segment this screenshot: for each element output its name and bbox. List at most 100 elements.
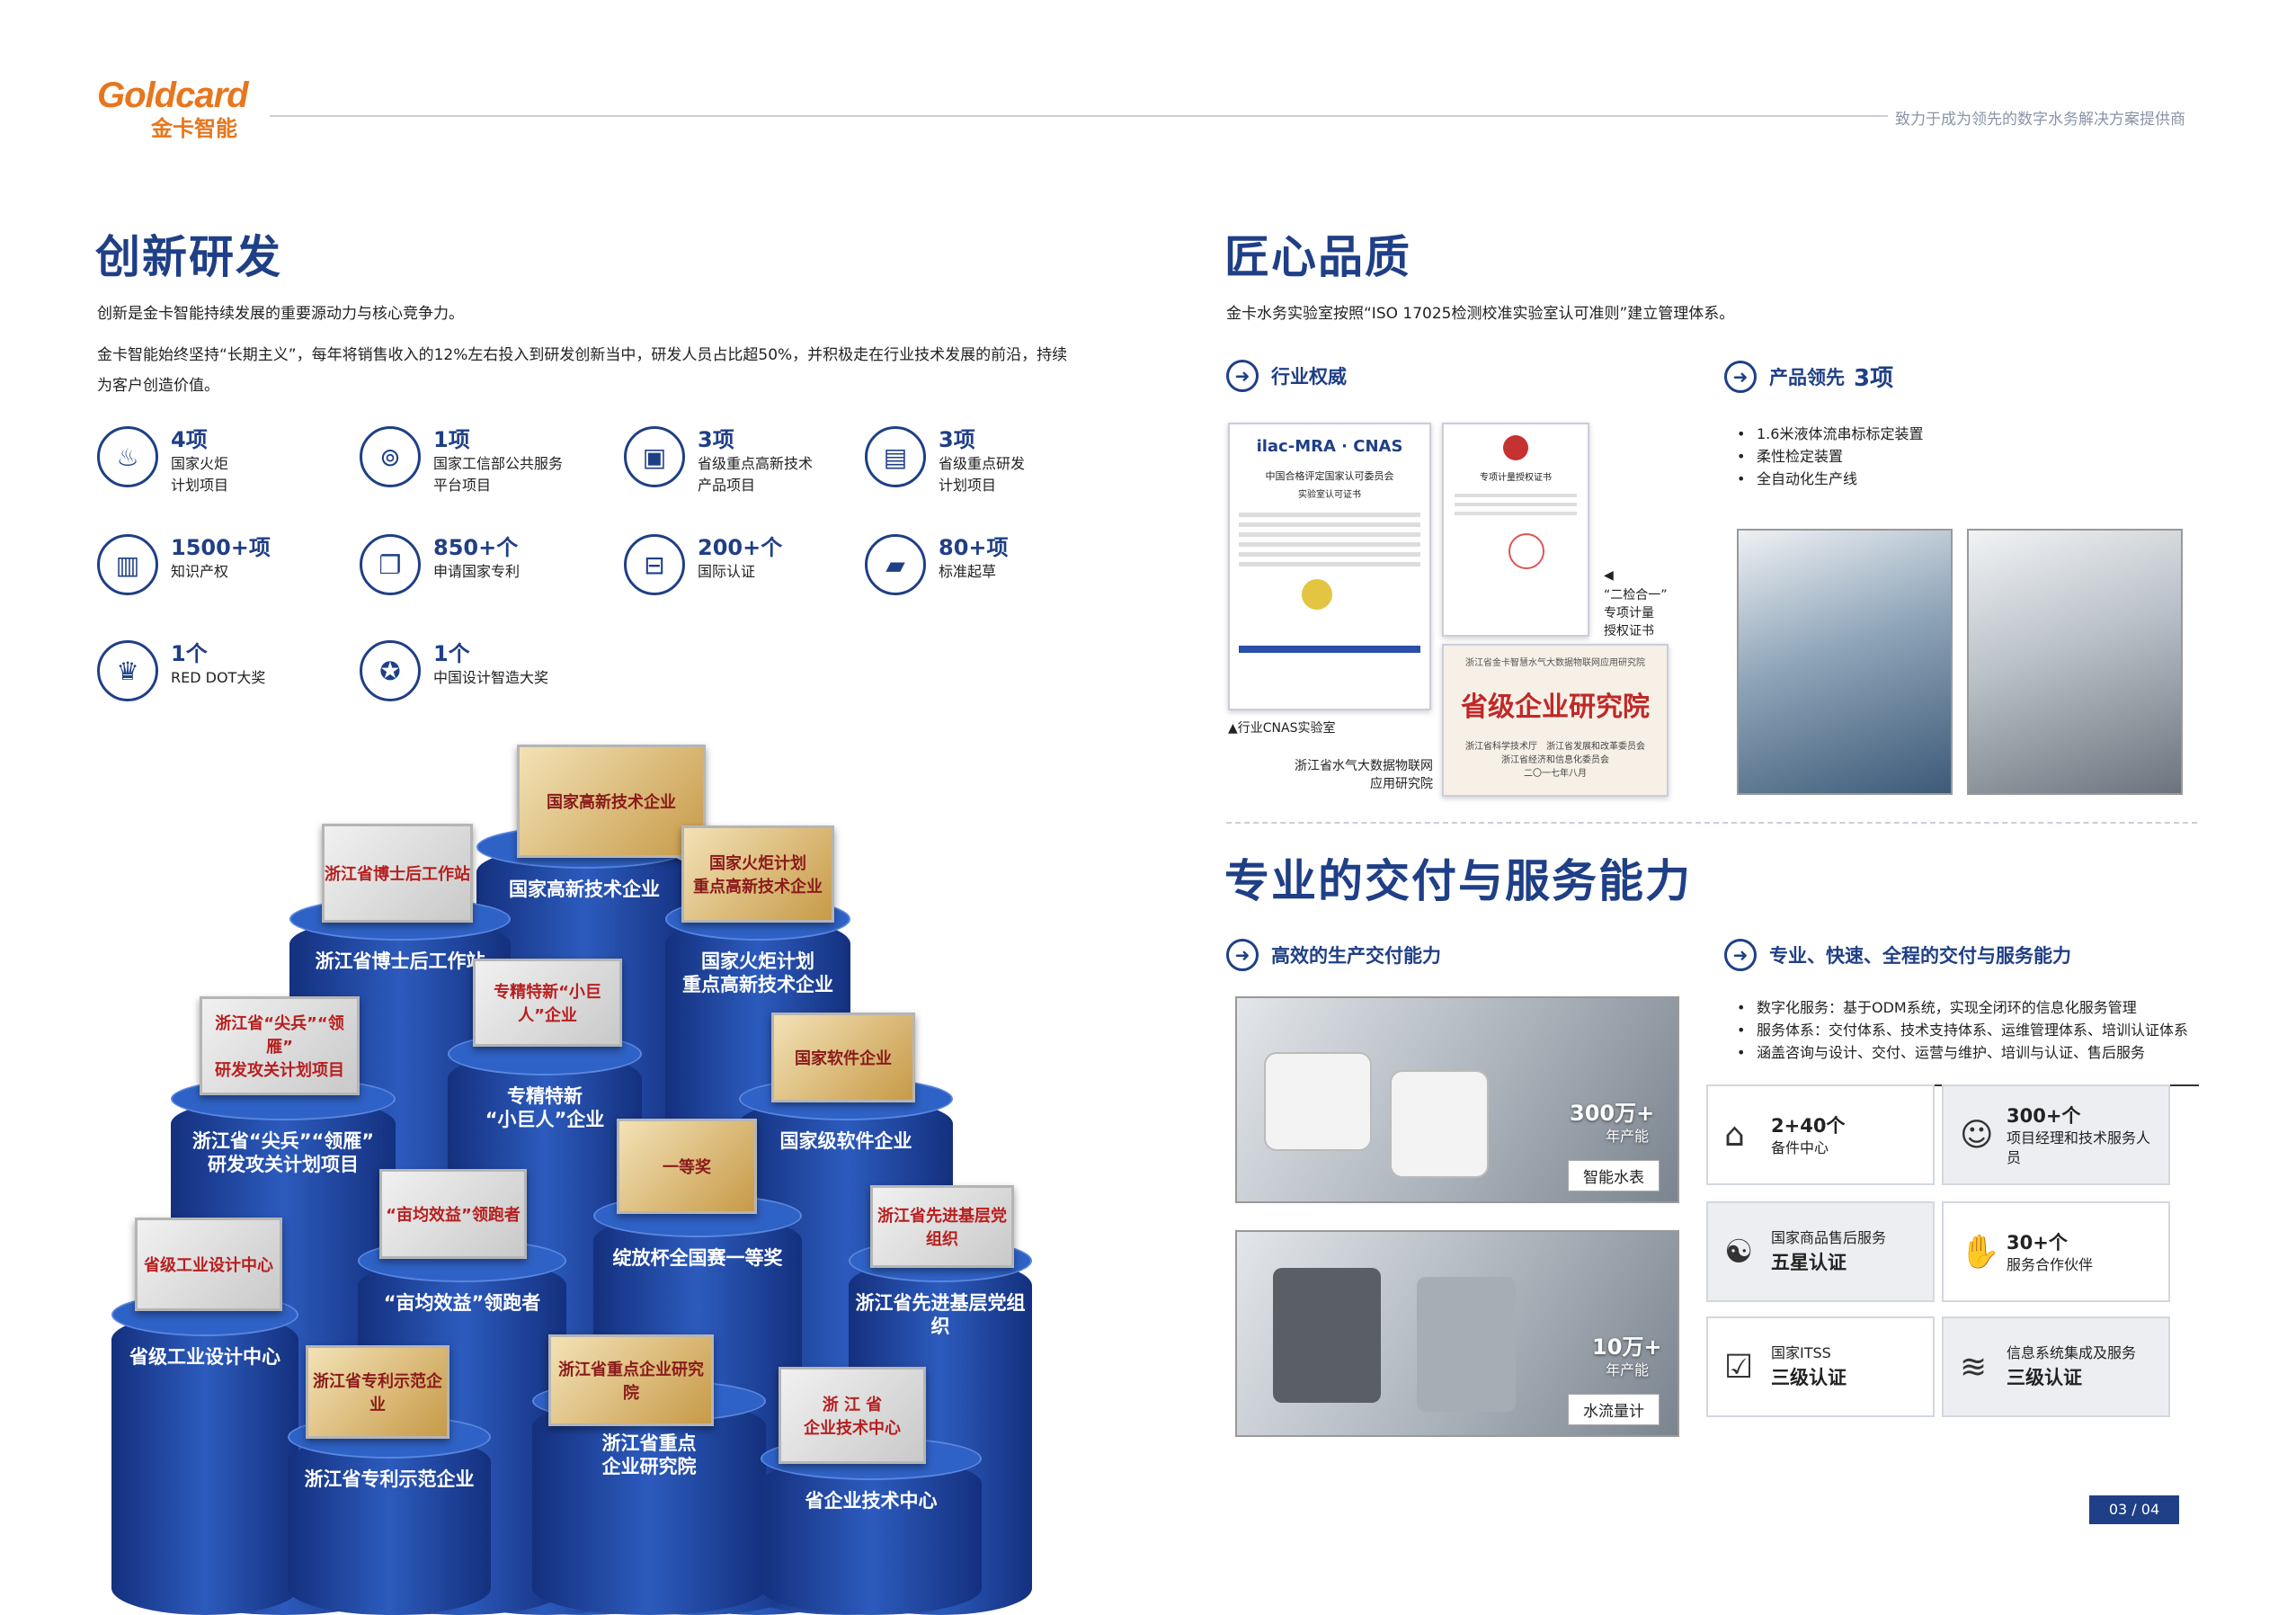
stat-item: ▥ 1500+项 知识产权 <box>97 534 271 595</box>
list-item: 数字化服务：基于ODM系统，实现全闭环的信息化服务管理 <box>1730 996 2188 1019</box>
award-plaque: 浙江省先进基层党组织 <box>870 1185 1014 1268</box>
award-plaque: 浙 江 省 企业技术中心 <box>779 1367 926 1464</box>
stat-number: 850+个 <box>433 535 519 560</box>
service-bullets: 数字化服务：基于ODM系统，实现全闭环的信息化服务管理 服务体系：交付体系、技术… <box>1730 996 2188 1064</box>
service-number: 300+个 <box>2007 1105 2081 1127</box>
service-number: 2+40个 <box>1771 1115 1846 1137</box>
pillar-label: 国家火炬计划 重点高新技术企业 <box>682 950 833 995</box>
stat-label: 产品项目 <box>698 477 756 494</box>
arrow-right-icon: ➜ <box>1724 939 1757 971</box>
institute-plaque: 浙江省金卡智慧水气大数据物联网应用研究院 省级企业研究院 浙江省科学技术厅 浙江… <box>1442 644 1669 797</box>
podium-pillar <box>111 1313 298 1615</box>
document-icon: ▤ <box>865 426 926 487</box>
ruler-icon: ▰ <box>865 534 926 595</box>
page-number: 03 / 04 <box>2089 1495 2179 1524</box>
award-plaque: 省级工业设计中心 <box>135 1218 282 1311</box>
product-bullets: 1.6米液体流串标标定装置 柔性检定装置 全自动化生产线 <box>1730 423 1923 490</box>
pillar-label: 浙江省博士后工作站 <box>315 950 485 972</box>
list-item: 柔性检定装置 <box>1730 445 1923 468</box>
arrow-right-icon: ➜ <box>1724 360 1757 393</box>
stat-label: 国际认证 <box>698 563 756 580</box>
flow-meter-photo: 10万+ 年产能 水流量计 <box>1235 1230 1679 1437</box>
cnas-caption: ▲行业CNAS实验室 <box>1228 721 1336 736</box>
award-plaque: 浙江省重点企业研究院 <box>548 1334 714 1426</box>
section-title-rd: 创新研发 <box>95 231 282 283</box>
podium-pillar <box>761 1457 982 1615</box>
seal-icon <box>1302 579 1332 610</box>
pillar-label: 浙江省先进基层党组织 <box>855 1292 1026 1337</box>
service-icon: ☯ <box>1724 1233 1754 1271</box>
stat-label: 平台项目 <box>433 477 492 494</box>
stat-number: 80+项 <box>939 535 1009 560</box>
award-plaque: 浙江省专利示范企业 <box>306 1345 449 1439</box>
stat-number: 1个 <box>171 641 208 666</box>
layers-icon: ≋ <box>1960 1348 1988 1386</box>
stat-number: 3项 <box>939 427 975 452</box>
pillar-label: 绽放杯全国赛一等奖 <box>612 1247 783 1269</box>
cnas-logo-icon: ilac-MRA · CNAS <box>1256 437 1403 456</box>
medal-icon: ✪ <box>360 640 421 701</box>
stat-number: 1500+项 <box>171 535 271 560</box>
arrow-right-icon: ➜ <box>1226 360 1259 392</box>
stat-label: 国家火炬 <box>171 455 229 472</box>
service-card: ☑ 国家ITSS 三级认证 <box>1706 1316 1935 1417</box>
stat-number: 1项 <box>433 427 470 452</box>
subheading-authority: ➜行业权威 <box>1226 360 1347 392</box>
emblem-icon <box>1503 435 1528 460</box>
stat-item: ❐ 850+个 申请国家专利 <box>360 534 520 595</box>
trophy-icon: ♛ <box>97 640 158 701</box>
list-item: 服务体系：交付体系、技术支持体系、运维管理体系、培训认证体系 <box>1730 1019 2188 1041</box>
stat-number: 1个 <box>433 641 470 666</box>
stat-label: 省级重点研发 <box>939 455 1026 472</box>
service-card: ✋ 30+个服务合作伙伴 <box>1942 1201 2170 1302</box>
pillar-label: 国家级软件企业 <box>779 1130 912 1152</box>
service-card: ⌂ 2+40个备件中心 <box>1706 1084 1935 1185</box>
product-label: 智能水表 <box>1568 1160 1660 1191</box>
arrow-right-icon: ➜ <box>1226 939 1259 971</box>
chip-icon: ▣ <box>624 426 685 487</box>
iot-caption-1: 浙江省水气大数据物联网 <box>1295 759 1433 773</box>
service-number: 三级认证 <box>1771 1367 1847 1388</box>
section-title-delivery: 专业的交付与服务能力 <box>1224 855 1692 907</box>
list-item: 1.6米液体流串标标定装置 <box>1730 423 1923 445</box>
lab-photo-1 <box>1737 529 1953 795</box>
flowmeter-icon <box>1417 1277 1516 1412</box>
handshake-icon: ✋ <box>1960 1234 2000 1271</box>
award-plaque: 国家高新技术企业 <box>517 745 706 858</box>
service-label: 服务合作伙伴 <box>2007 1256 2094 1273</box>
stat-label: RED DOT大奖 <box>171 669 266 686</box>
engineer-icon: ☺ <box>1960 1116 1994 1154</box>
flowmeter-icon <box>1273 1268 1381 1403</box>
service-label: 信息系统集成及服务 <box>2007 1344 2137 1361</box>
itss-icon: ☑ <box>1724 1348 1754 1386</box>
stat-item: ⊟ 200+个 国际认证 <box>624 534 782 595</box>
stat-item: ✪ 1个 中国设计智造大奖 <box>360 640 548 701</box>
section-divider <box>1226 822 2197 824</box>
award-plaque: 浙江省“尖兵”“领雁” 研发攻关计划项目 <box>200 996 360 1095</box>
pillar-label: 国家高新技术企业 <box>509 879 660 900</box>
water-meter-photo: 300万+ 年产能 智能水表 <box>1235 996 1679 1203</box>
service-number: 30+个 <box>2007 1232 2068 1254</box>
stat-label: 国家工信部公共服务 <box>433 455 564 472</box>
stamp-icon <box>1508 533 1544 569</box>
award-plaque: “亩均效益”领跑者 <box>379 1169 527 1259</box>
lab-photo-2 <box>1967 529 2183 795</box>
pillar-label: 浙江省“尖兵”“领雁” 研发攻关计划项目 <box>191 1130 375 1175</box>
award-plaque: 浙江省博士后工作站 <box>322 824 473 923</box>
subheading-service: ➜专业、快速、全程的交付与服务能力 <box>1724 939 2071 971</box>
stat-item: ♨ 4项 国家火炬 计划项目 <box>97 426 228 496</box>
service-label: 国家ITSS <box>1771 1344 1831 1361</box>
stat-number: 3项 <box>698 427 734 452</box>
logo: Goldcard 金卡智能 <box>97 76 249 142</box>
stat-number: 4项 <box>171 427 208 452</box>
award-plaque: 一等奖 <box>617 1119 757 1214</box>
podium-pillar <box>288 1435 491 1615</box>
stat-item: ⊚ 1项 国家工信部公共服务 平台项目 <box>360 426 563 496</box>
service-card: ≋ 信息系统集成及服务三级认证 <box>1942 1316 2170 1417</box>
pillar-label: “亩均效益”领跑者 <box>383 1292 541 1314</box>
platform-icon: ⊚ <box>360 426 421 487</box>
list-item: 全自动化生产线 <box>1730 468 1923 490</box>
header-divider <box>270 115 1888 117</box>
service-label: 项目经理和技术服务人员 <box>2007 1129 2151 1166</box>
